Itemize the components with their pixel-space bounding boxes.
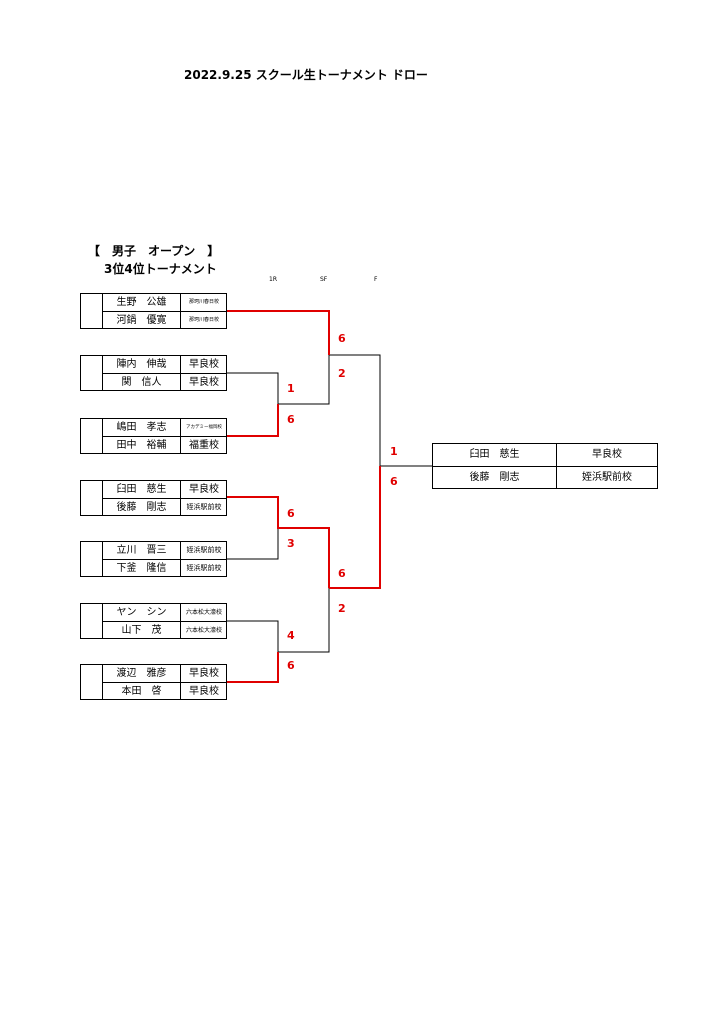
winner-path [227, 652, 279, 683]
bracket-connector [329, 354, 381, 466]
player-school: 那珂川春日校 [188, 317, 219, 323]
winner-school: 早良校 [592, 449, 622, 460]
score: 6 [287, 413, 295, 426]
player-name: 関 信人 [121, 377, 162, 388]
section-heading: 【 男子 オープン 】 [88, 244, 220, 258]
winner-path [329, 466, 381, 589]
player-school: 早良校 [189, 668, 219, 679]
score: 2 [338, 367, 346, 380]
player-school: 早良校 [189, 484, 219, 495]
player-school: 姪浜駅前校 [186, 564, 222, 572]
winner-name: 臼田 慈生 [469, 449, 520, 460]
pair-entry: 嶋田 孝志 アカデミー福岡校 田中 裕輔 福重校 [80, 418, 227, 454]
winner-path [227, 310, 330, 355]
page-title: 2022.9.25 スクール生トーナメント ドロー [184, 68, 428, 82]
score: 1 [287, 382, 295, 395]
bracket-line-winner [227, 310, 381, 683]
score: 6 [390, 475, 398, 488]
player-name: 後藤 剛志 [116, 502, 167, 513]
player-name: 田中 裕輔 [116, 440, 167, 451]
player-name: 本田 啓 [121, 686, 162, 697]
winner-name: 後藤 剛志 [469, 472, 520, 483]
winner-path [227, 496, 330, 588]
player-school: 那珂川春日校 [188, 299, 219, 305]
player-name: 立川 晋三 [116, 545, 167, 556]
section-subheading: 3位4位トーナメント [104, 262, 217, 276]
player-school: 六本松大濠校 [185, 627, 222, 634]
player-name: 下釜 隆信 [116, 563, 167, 574]
pair-entry: 陣内 伸哉 早良校 関 信人 早良校 [80, 355, 227, 391]
player-school: 姪浜駅前校 [186, 503, 222, 511]
pair-entry: 立川 晋三 姪浜駅前校 下釜 隆信 姪浜駅前校 [80, 541, 227, 577]
pair-entry: 臼田 慈生 早良校 後藤 剛志 姪浜駅前校 [80, 480, 227, 516]
player-name: 渡辺 雅彦 [116, 668, 167, 679]
player-school: 福重校 [189, 440, 219, 451]
player-school: 姪浜駅前校 [186, 546, 222, 554]
score: 4 [287, 629, 295, 642]
player-school: 早良校 [189, 686, 219, 697]
bracket-connector [278, 588, 330, 653]
score: 6 [338, 332, 346, 345]
score: 6 [287, 507, 295, 520]
winner-path [227, 404, 279, 437]
player-name: 河鍋 優寛 [116, 315, 167, 326]
player-name: 山下 茂 [121, 625, 162, 636]
pair-entry: 生野 公雄 那珂川春日校 河鍋 優寛 那珂川春日校 [80, 293, 227, 329]
winner-school: 姪浜駅前校 [582, 472, 632, 483]
player-name: 嶋田 孝志 [116, 422, 167, 433]
round-label-sf: SF [320, 276, 328, 283]
bracket-connector [227, 528, 279, 560]
winner-box: 臼田 慈生 早良校 後藤 剛志 姪浜駅前校 [432, 443, 658, 489]
player-name: ヤン シン [116, 607, 167, 618]
score: 6 [287, 659, 295, 672]
player-name: 陣内 伸哉 [116, 359, 167, 370]
score: 2 [338, 602, 346, 615]
player-school: 早良校 [189, 377, 219, 388]
pair-entry: ヤン シン 六本松大濠校 山下 茂 六本松大濠校 [80, 603, 227, 639]
pair-entry: 渡辺 雅彦 早良校 本田 啓 早良校 [80, 664, 227, 700]
bracket-line-loser [227, 354, 432, 653]
player-name: 生野 公雄 [116, 297, 167, 308]
score: 1 [390, 445, 398, 458]
player-school: 早良校 [189, 359, 219, 370]
score: 3 [287, 537, 295, 550]
bracket-connector [227, 372, 279, 404]
round-label-f: F [374, 276, 378, 283]
bracket-connector [278, 355, 330, 405]
score: 6 [338, 567, 346, 580]
bracket-connector [227, 620, 279, 652]
player-school: 六本松大濠校 [185, 609, 222, 616]
round-label-1r: 1R [269, 276, 277, 283]
player-school: アカデミー福岡校 [186, 425, 222, 430]
player-name: 臼田 慈生 [116, 484, 167, 495]
